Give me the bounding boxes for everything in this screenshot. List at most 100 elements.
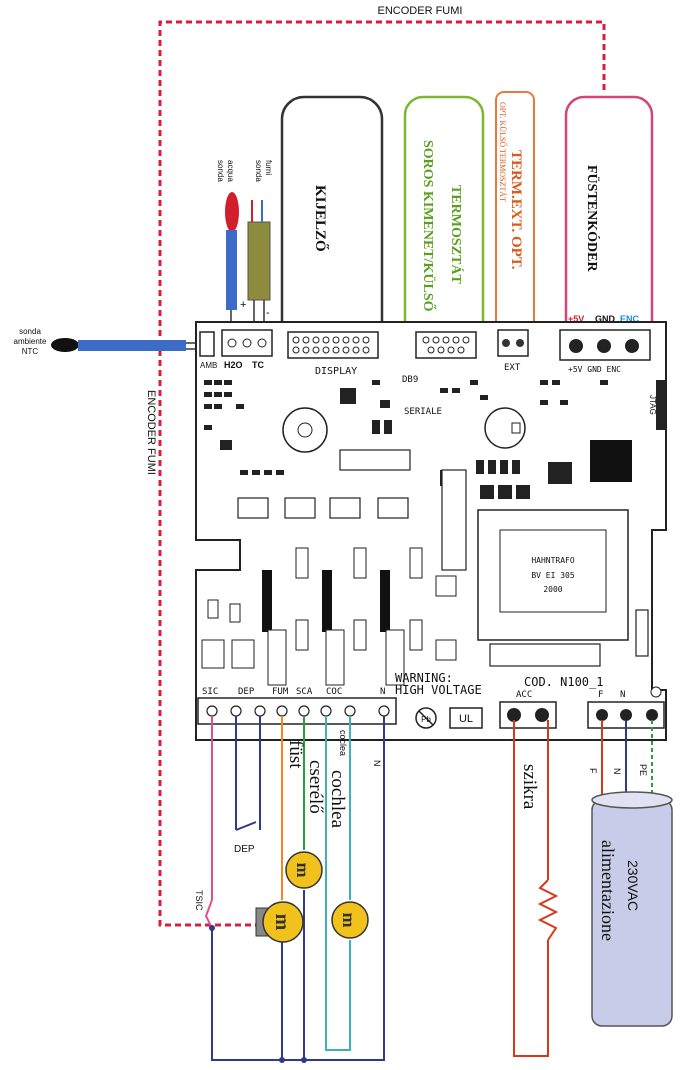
regulator [548, 462, 572, 484]
wire-neutral [211, 716, 385, 1061]
buzzer-right [484, 407, 526, 449]
water-probe-head [225, 192, 239, 232]
optocouplers [237, 497, 409, 519]
enc-label-gnd: GND [595, 314, 616, 324]
svg-text:m: m [339, 913, 359, 928]
serial-label-1: SOROS KIMENET/KÜLSŐ [420, 140, 437, 312]
amb-connector [199, 331, 215, 357]
display-conn-label: DISPLAY [315, 366, 357, 377]
encoder-side-label: ENCODER FUMI [145, 390, 157, 475]
power-f-label: F [598, 690, 603, 700]
water-probe-cable [226, 230, 237, 310]
coclea-label: coclea [338, 730, 348, 756]
probe-minus: - [266, 307, 270, 319]
relay [441, 469, 467, 571]
ul-mark-icon [449, 707, 483, 729]
svg-text:m: m [293, 863, 313, 878]
field-wiring [204, 716, 653, 1061]
wire-coc [325, 716, 351, 1051]
supply-label-2: 230VAC [625, 860, 641, 911]
seriale-label: SERIALE [404, 407, 442, 417]
trafo-label-3: 2000 [543, 585, 562, 594]
ext-thermostat-module: OPT. KÜLSŐ TERMOSZTÁT TERM.EXT. OPT. [495, 91, 535, 351]
cserelo-label: cserélő [305, 760, 326, 814]
enc-label-plus5v: +5V [568, 314, 584, 324]
terminal-sic: SIC [202, 687, 218, 697]
jtag-header [656, 380, 666, 430]
terminal-block-left [197, 697, 397, 725]
probes: + - sonda acqua sonda fumi sonda ambient… [14, 160, 273, 356]
exchanger-fan-motor: m [285, 851, 323, 889]
enc-pin-5v [569, 339, 583, 353]
enc-pin-enc [625, 339, 639, 353]
transformer-core [499, 529, 607, 613]
wire-n-label: N [612, 768, 622, 775]
neutral-label: N [372, 760, 382, 767]
smoke-fan-motor: m [255, 901, 304, 943]
amb-label: AMB [200, 361, 217, 370]
mcu-chip [590, 440, 632, 482]
ambient-label-3: NTC [22, 347, 39, 356]
display-box [280, 95, 384, 347]
warning-label-1: WARNING: [395, 671, 453, 685]
trafo-label-2: BV EI 305 [531, 571, 575, 580]
water-probe-label-1: sonda [216, 160, 225, 182]
ext-label: EXT [504, 363, 521, 373]
igniter-resistor [537, 879, 559, 941]
wire-f-label: F [588, 768, 598, 774]
dep-label: DEP [234, 844, 255, 855]
power-n-label: N [620, 690, 625, 700]
terminal-coc: COC [326, 687, 342, 697]
water-probe-label-2: acqua [226, 160, 235, 182]
tsic-label: TSIC [194, 890, 204, 911]
smoke-probe-label-2: fumi [264, 160, 273, 175]
terminal-fum: FUM [272, 687, 289, 697]
enc-label-enc: ENC [620, 314, 640, 324]
smoke-encoder-module: FÜSTENKÓDER +5V GND ENC [564, 95, 654, 347]
auger-motor: m [331, 901, 369, 939]
tc-label: TC [252, 360, 264, 370]
display-header [287, 331, 379, 359]
ambient-label-2: ambiente [14, 337, 47, 346]
serial-label-2: TERMOSZTÁT [448, 185, 465, 284]
warning-label-2: HIGH VOLTAGE [395, 683, 482, 697]
db9-header [415, 331, 477, 359]
encoder-dashed-wire [158, 20, 606, 927]
pcb-board: AMB H2O TC DISPLAY DB9 SERIALE EXT +5V G… [195, 321, 667, 741]
ext-thermostat-label-small: OPT. KÜLSŐ TERMOSZTÁT [498, 102, 508, 202]
capacitor-bank [489, 643, 601, 667]
pb-label: Pb [421, 715, 431, 724]
encoder-top-label: ENCODER FUMI [378, 5, 463, 17]
earth-icon [650, 686, 662, 698]
trafo-label-1: HAHNTRAFO [531, 556, 575, 565]
svg-text:m: m [271, 914, 293, 931]
display-module: KIJELZŐ [280, 95, 384, 347]
fust-label: füst [285, 740, 306, 769]
terminal-sca: SCA [296, 687, 313, 697]
ext-thermostat-label: TERM.EXT. OPT. [508, 150, 524, 270]
smoke-probe-label-1: sonda [254, 160, 263, 182]
triac-columns [201, 547, 457, 686]
db9-label: DB9 [402, 375, 418, 385]
enc-pin-gnd [597, 339, 611, 353]
ambient-label-1: sonda [19, 327, 41, 336]
smoke-encoder-label: FÜSTENKÓDER [584, 165, 601, 272]
serial-module: SOROS KIMENET/KÜLSŐ TERMOSZTÁT [403, 95, 485, 347]
ul-label: UL [459, 713, 473, 725]
power-supply: alimentazione 230VAC [591, 791, 673, 1027]
terminal-n: N [380, 687, 385, 697]
szikra-label: szikra [519, 764, 540, 810]
terminal-dep: DEP [238, 687, 255, 697]
jtag-label: JTAG [648, 395, 657, 415]
wire-acc-a [513, 720, 549, 1057]
smoke-probe-body [247, 221, 271, 301]
supply-label-1: alimentazione [598, 840, 618, 941]
ambient-probe-head [51, 338, 79, 352]
cod-label: COD. N100_1 [524, 675, 603, 689]
smoke-encoder-box [564, 95, 654, 347]
cochlea-label: cochlea [327, 770, 348, 829]
acc-label: ACC [516, 690, 532, 700]
h2o-label: H2O [224, 360, 243, 370]
serial-box [403, 95, 485, 347]
